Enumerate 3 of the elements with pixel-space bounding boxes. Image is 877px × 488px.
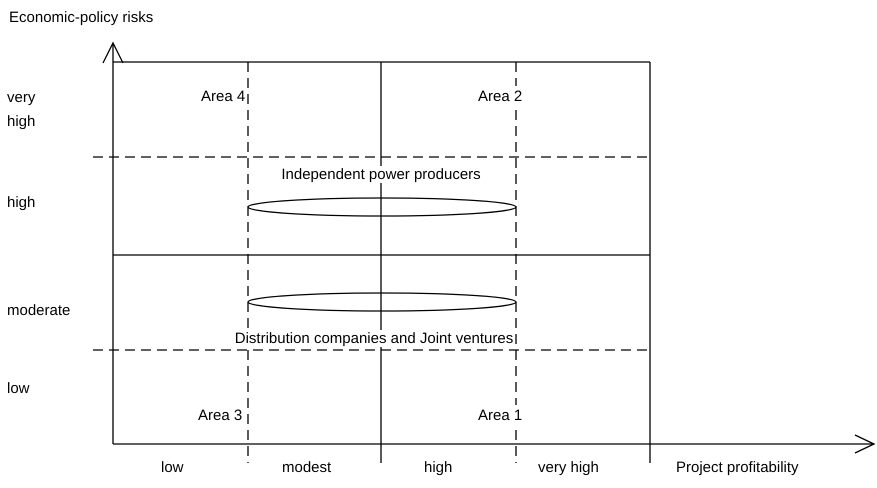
group-label: Independent power producers — [280, 166, 482, 183]
area-label: Area 1 — [477, 405, 524, 427]
group-label: Distribution companies and Joint ventures — [234, 330, 514, 347]
